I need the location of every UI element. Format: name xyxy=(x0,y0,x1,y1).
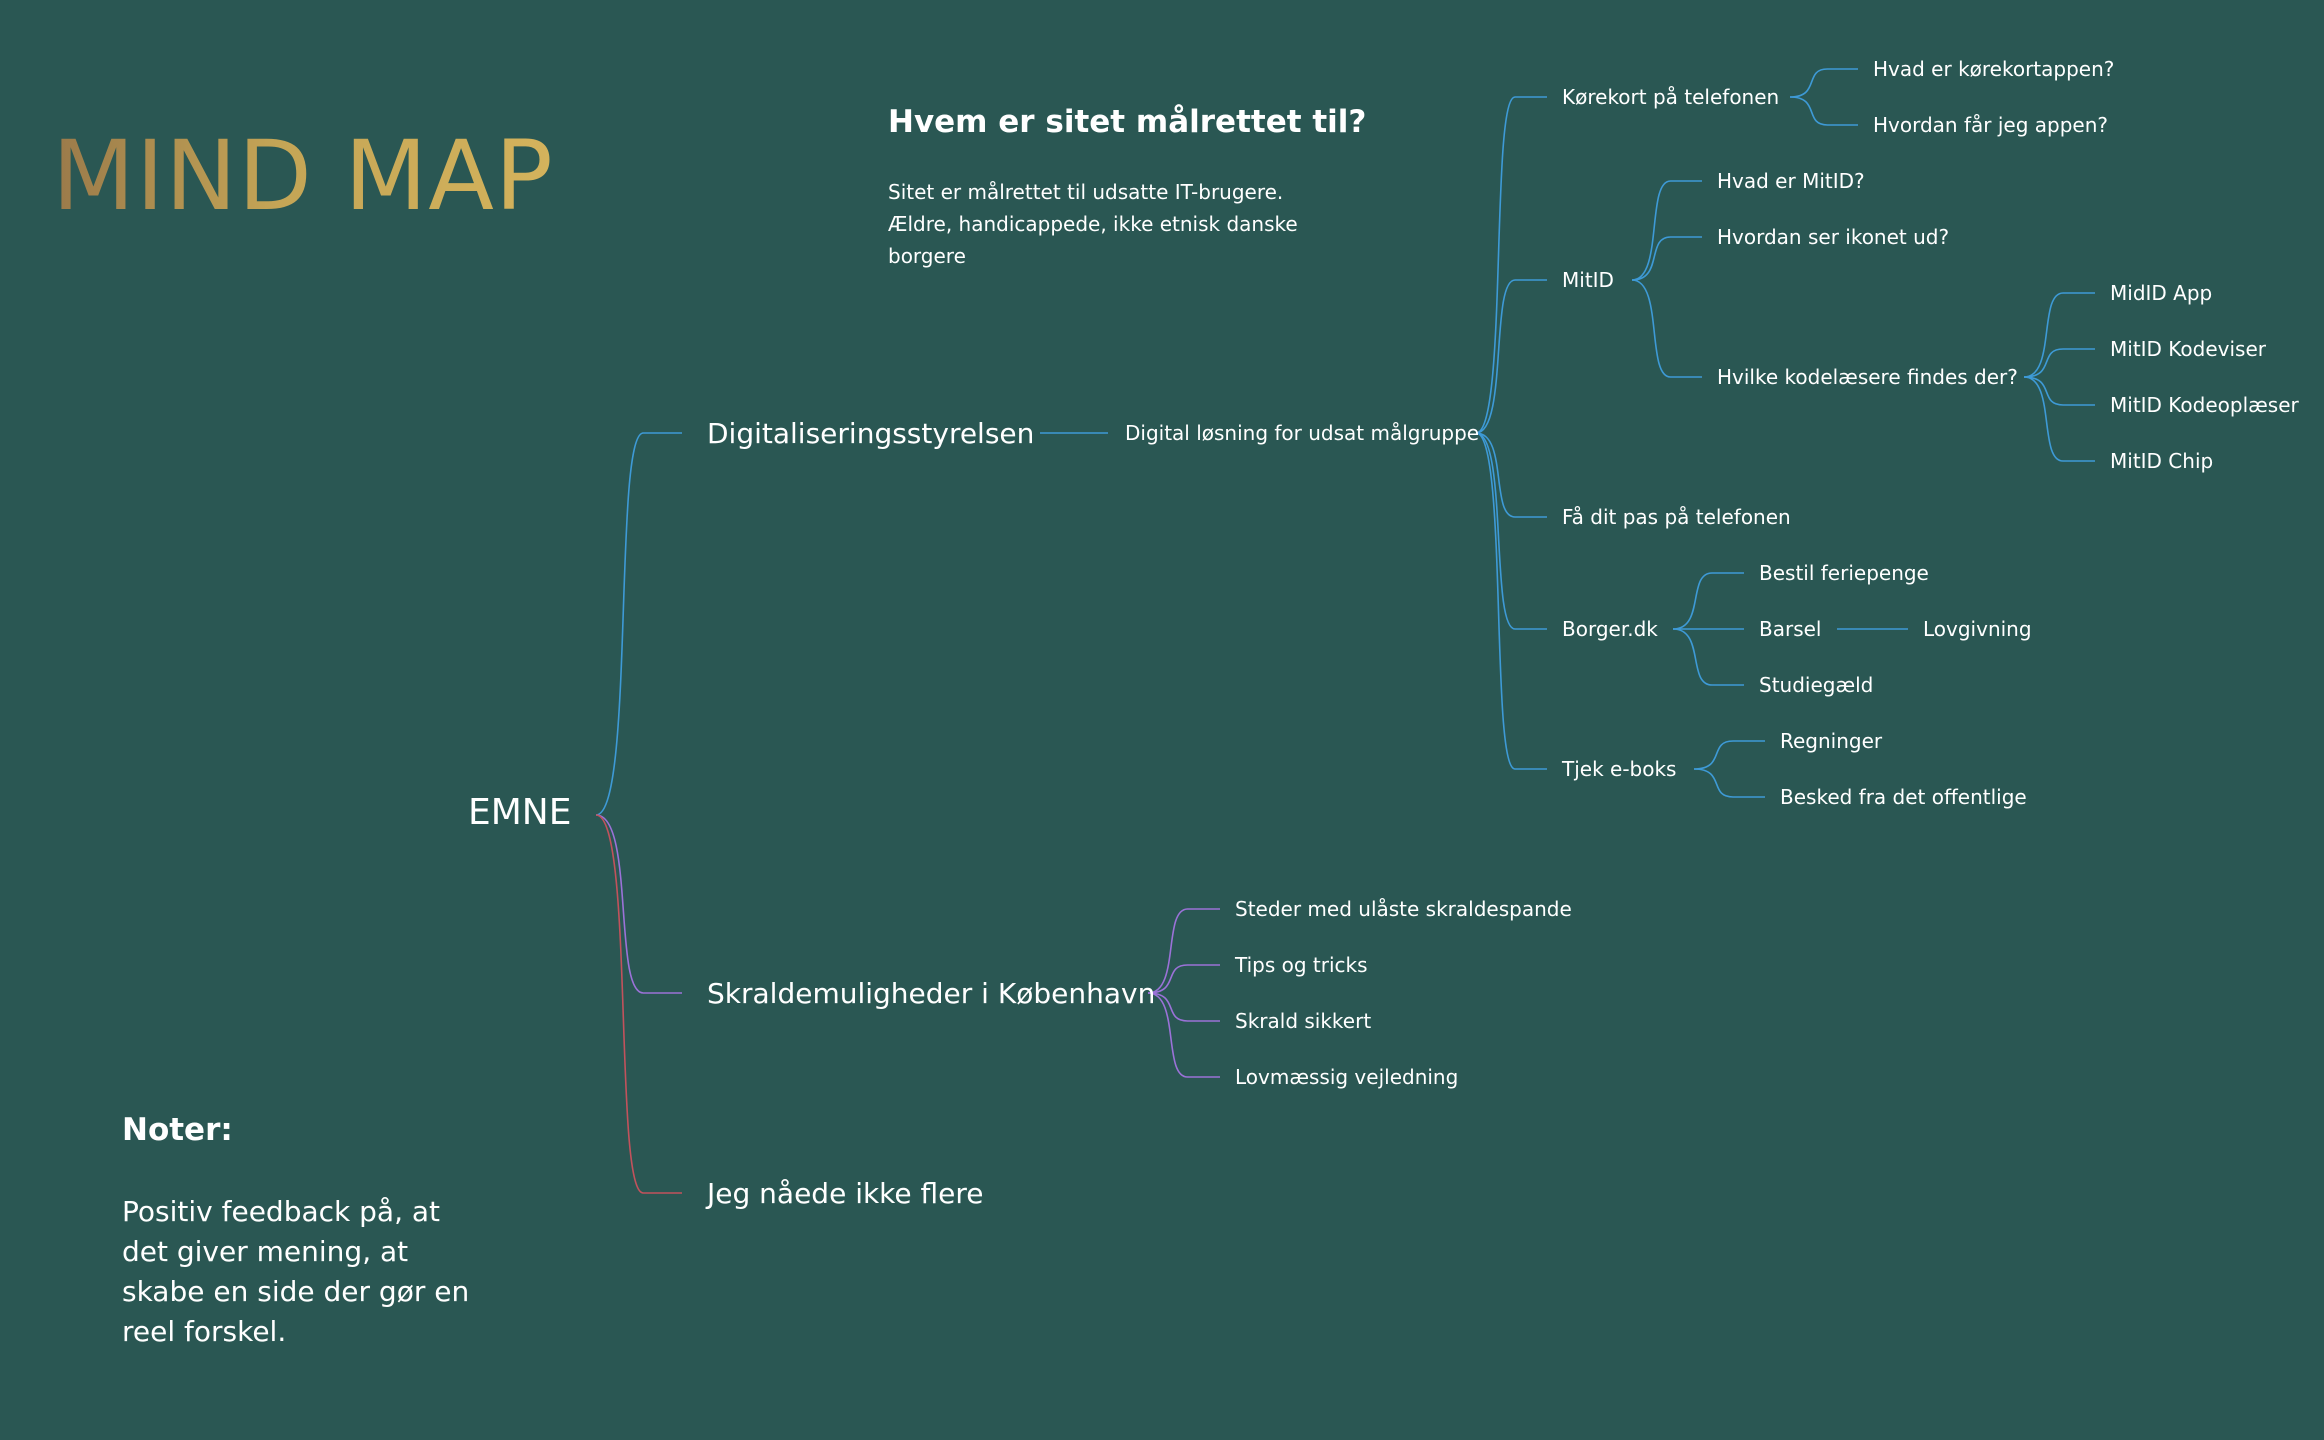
connector-line xyxy=(1475,279,1547,434)
node-digital-loesning: Digital løsning for udsat målgruppe xyxy=(1125,421,1480,445)
connector-line xyxy=(1672,572,1744,630)
node-mitid: MitID xyxy=(1562,268,1614,292)
audience-line: Sitet er målrettet til udsatte IT-bruger… xyxy=(888,180,1284,204)
node-borger-dk: Borger.dk xyxy=(1562,617,1658,641)
notes-line: Positiv feedback på, at xyxy=(122,1195,441,1228)
connector-line xyxy=(1789,96,1858,126)
node-hvordan-faar-jeg-appen: Hvordan får jeg appen? xyxy=(1873,113,2108,137)
node-feriepenge: Bestil feriepenge xyxy=(1759,561,1929,585)
node-ikon: Hvordan ser ikonet ud? xyxy=(1717,225,1950,249)
connector-line xyxy=(1631,279,1702,378)
node-e-boks: Tjek e-boks xyxy=(1562,757,1677,781)
node-skraldemuligheder: Skraldemuligheder i København xyxy=(707,977,1156,1010)
connector-line xyxy=(595,432,682,816)
node-mitid-kodeviser: MitID Kodeviser xyxy=(2110,337,2267,361)
node-mitid-chip: MitID Chip xyxy=(2110,449,2214,473)
connector-line xyxy=(1147,908,1220,994)
notes-heading: Noter: xyxy=(122,1112,233,1148)
node-midid-app: MidID App xyxy=(2110,281,2213,305)
node-kodelaesere: Hvilke kodelæsere findes der? xyxy=(1717,365,2018,389)
node-lovgivning: Lovgivning xyxy=(1923,617,2032,641)
node-tips-og-tricks: Tips og tricks xyxy=(1235,953,1368,977)
node-koerekort: Kørekort på telefonen xyxy=(1562,85,1780,109)
node-barsel: Barsel xyxy=(1759,617,1822,641)
node-ulaaste-skraldespande: Steder med ulåste skraldespande xyxy=(1235,897,1572,921)
connector-line xyxy=(1631,180,1702,281)
node-jeg-naaede-ikke-flere: Jeg nåede ikke flere xyxy=(707,1177,984,1210)
notes-text: Positiv feedback på, at det giver mening… xyxy=(122,1192,469,1352)
connector-line xyxy=(1693,768,1765,798)
node-mitid-kodeoplaeser: MitID Kodeoplæser xyxy=(2110,393,2299,417)
notes-line: skabe en side der gør en xyxy=(122,1275,470,1308)
connector-line xyxy=(1475,96,1547,434)
notes-line: reel forskel. xyxy=(122,1315,287,1348)
connector-line xyxy=(2023,376,2095,406)
node-studiegaeld: Studiegæld xyxy=(1759,673,1874,697)
node-lovmaessig-vejledning: Lovmæssig vejledning xyxy=(1235,1065,1459,1089)
connector-line xyxy=(2023,376,2095,462)
audience-heading: Hvem er sitet målrettet til? xyxy=(888,104,1367,140)
connector-line xyxy=(1147,992,1220,1022)
connector-line xyxy=(1693,740,1765,770)
node-root: EMNE xyxy=(468,792,572,833)
node-regninger: Regninger xyxy=(1780,729,1883,753)
connector-line xyxy=(1475,432,1547,518)
connector-line xyxy=(2023,348,2095,378)
node-besked: Besked fra det offentlige xyxy=(1780,785,2027,809)
node-pas: Få dit pas på telefonen xyxy=(1562,505,1791,529)
notes-line: det giver mening, at xyxy=(122,1235,409,1268)
node-skrald-sikkert: Skrald sikkert xyxy=(1235,1009,1372,1033)
connector-line xyxy=(1789,68,1858,98)
connector-line xyxy=(1147,964,1220,994)
connector-line xyxy=(1631,236,1702,281)
audience-line: Ældre, handicappede, ikke etnisk danske xyxy=(888,212,1298,236)
audience-line: borgere xyxy=(888,244,966,268)
connector-line xyxy=(1147,992,1220,1078)
connector-line xyxy=(1475,432,1547,770)
node-digitaliseringsstyrelsen: Digitaliseringsstyrelsen xyxy=(707,417,1035,450)
connector-line xyxy=(1475,432,1547,630)
connector-line xyxy=(1672,628,1744,686)
node-hvad-er-mitid: Hvad er MitID? xyxy=(1717,169,1865,193)
node-hvad-er-koerekortappen: Hvad er kørekortappen? xyxy=(1873,57,2115,81)
connector-line xyxy=(2023,292,2095,378)
connector-line xyxy=(595,814,682,994)
audience-text: Sitet er målrettet til udsatte IT-bruger… xyxy=(888,176,1328,272)
connector-line xyxy=(595,814,682,1194)
page-title: MIND MAP xyxy=(52,120,554,232)
